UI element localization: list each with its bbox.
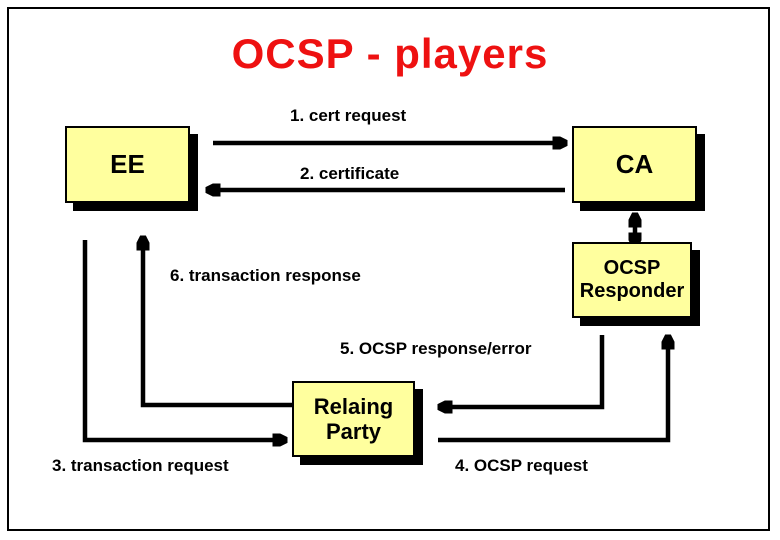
edge-label-transaction-response: 6. transaction response (170, 266, 361, 285)
slide-title: OCSP - players (231, 30, 549, 77)
node-ca: CA (572, 126, 697, 203)
arrow-ocsp-request (438, 336, 668, 443)
arrow-transaction-request (82, 240, 286, 440)
edge-label-ocsp-response-error: 5. OCSP response/error (340, 339, 532, 358)
edge-label-certificate: 2. certificate (300, 164, 400, 183)
edge-label-ocsp-request: 4. OCSP request (455, 456, 588, 475)
arrow-ocsp-response-error (439, 335, 605, 407)
edge-label-transaction-request: 3. transaction request (52, 456, 229, 475)
node-ee: EE (65, 126, 190, 203)
arrow-transaction-response (143, 237, 292, 408)
edge-label-cert-request: 1. cert request (290, 106, 407, 125)
node-relaing-party: Relaing Party (292, 381, 415, 457)
node-ocsp-responder: OCSP Responder (572, 242, 692, 318)
